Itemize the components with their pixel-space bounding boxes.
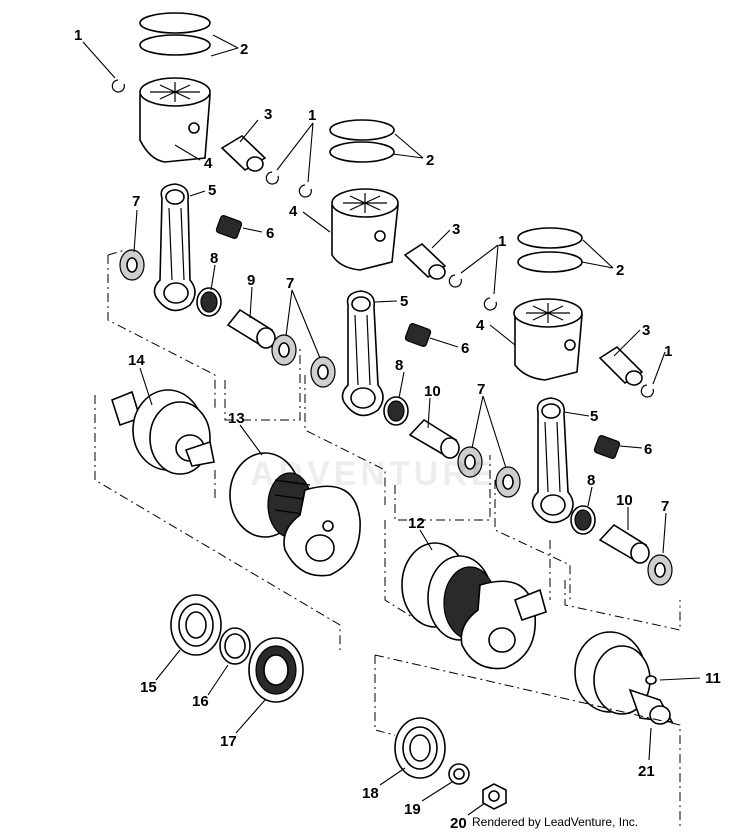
crankshaft-section-14 [111,389,215,475]
thrust-washer-b1 [271,334,297,366]
thrust-washer-c1 [457,446,483,478]
piston-ring-set-2 [329,119,395,163]
callout-14: 14 [128,352,145,369]
needle-bearing-small-end-3 [593,435,621,459]
callout-10: 10 [424,383,441,400]
piston-ring-set-1 [139,12,211,56]
main-bearing-17 [248,637,304,703]
connecting-rod-3 [531,397,574,524]
callout-7: 7 [477,381,485,398]
callout-11: 11 [705,670,721,687]
crankshaft-section-21 [574,631,674,725]
callout-4: 4 [289,203,298,220]
crankshaft-section-13 [229,452,361,577]
callout-8: 8 [395,357,403,374]
callout-4: 4 [476,317,485,334]
callout-12: 12 [408,515,425,532]
needle-bearing-big-end-3 [570,505,596,535]
leader-lines [82,34,701,816]
seal-ring-16 [219,627,251,665]
thrust-washer-a [119,249,145,281]
callout-7: 7 [132,193,140,210]
connecting-rod-1 [153,183,196,312]
wrist-pin-3 [598,345,644,386]
callout-21: 21 [638,763,655,780]
callout-8: 8 [210,250,218,267]
needle-bearing-big-end-2 [383,396,409,426]
callout-2: 2 [426,152,434,169]
callout-3: 3 [642,322,650,339]
callout-2: 2 [240,41,248,58]
callout-16: 16 [192,693,209,710]
needle-bearing-small-end-2 [404,323,432,347]
phantom-outline-set [94,249,681,830]
piston-1 [139,77,211,163]
callout-1: 1 [308,107,316,124]
callout-4: 4 [204,155,213,172]
wrist-pin-2 [403,242,447,280]
callout-6: 6 [266,225,274,242]
thrust-washer-b2 [310,356,336,388]
circlip-3 [448,274,654,398]
callout-18: 18 [362,785,379,802]
connecting-rod-2 [341,290,384,417]
thrust-washer-c2 [495,466,521,498]
piston-ring-set-3 [517,227,583,273]
callout-1: 1 [74,27,82,44]
crank-pin-10b [598,523,650,564]
crankshaft-section-12 [401,542,547,670]
render-credit: Rendered by LeadVenture, Inc. [472,815,639,829]
callout-1: 1 [664,343,672,360]
callout-labels: 1 2 3 4 1 2 3 4 1 2 3 4 1 5 6 7 8 9 7 5 … [74,27,721,832]
callout-10: 10 [616,492,633,509]
callout-19: 19 [404,801,421,818]
circlip-2 [265,171,312,198]
callout-13: 13 [228,410,245,427]
needle-bearing-big-end-1 [196,287,222,317]
main-bearing-15 [170,594,222,656]
callout-1: 1 [498,233,506,250]
callout-20: 20 [450,815,467,832]
main-bearing-18 [394,717,446,779]
circlip-1 [111,79,125,93]
wrist-pin-1 [220,134,267,172]
callout-7: 7 [661,498,669,515]
woodruff-key-11 [645,675,657,685]
callout-17: 17 [220,733,237,750]
nut-20 [482,783,507,810]
callout-7: 7 [286,275,294,292]
crank-pin-10a [408,418,460,459]
watermark-text: ADVENTURE [250,455,498,493]
callout-5: 5 [590,408,598,425]
callout-9: 9 [247,272,255,289]
callout-15: 15 [140,679,157,696]
piston-3 [513,298,583,381]
callout-3: 3 [264,106,272,123]
callout-5: 5 [208,182,216,199]
thrust-washer-d [647,554,673,586]
needle-bearing-small-end-1 [215,215,243,239]
callout-2: 2 [616,262,624,279]
callout-3: 3 [452,221,460,238]
washer-19 [448,763,470,785]
callout-8: 8 [587,472,595,489]
callout-6: 6 [644,441,652,458]
callout-5: 5 [400,293,408,310]
crank-pin-9 [226,308,276,349]
callout-6: 6 [461,340,469,357]
piston-2 [331,188,399,271]
